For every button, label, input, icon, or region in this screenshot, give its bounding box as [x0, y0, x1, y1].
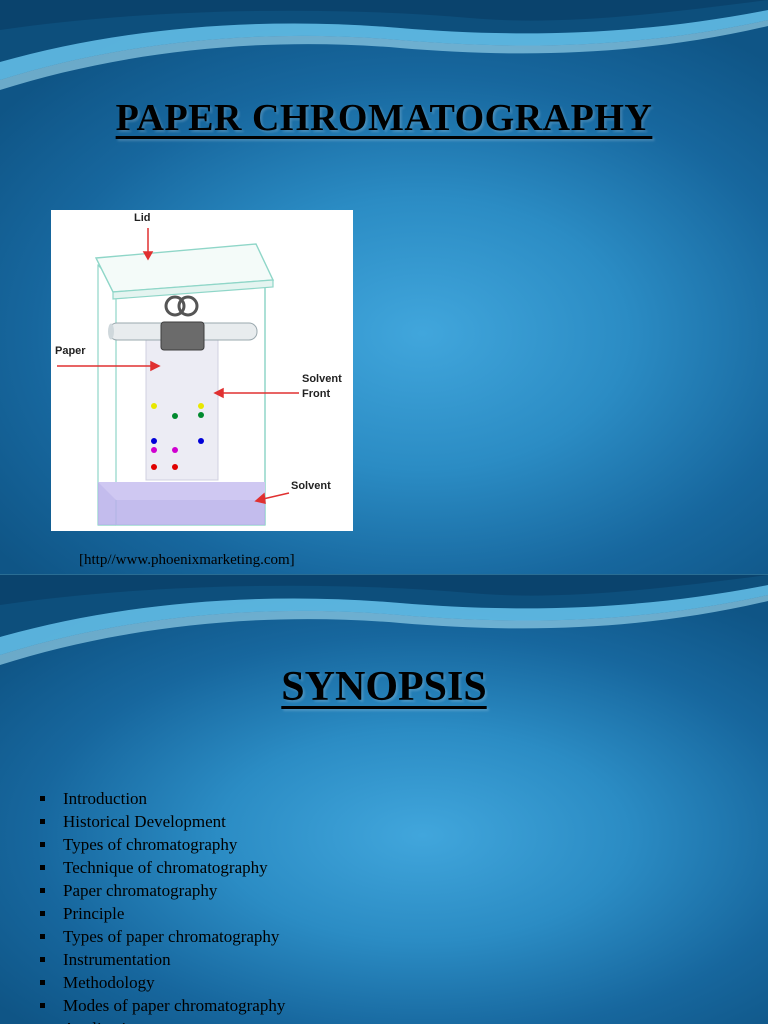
lid-arrow [142, 228, 154, 261]
synopsis-item-label: Methodology [63, 973, 155, 992]
square-bullet-icon [40, 1003, 45, 1008]
synopsis-title: SYNOPSIS [281, 664, 487, 710]
page-title: PAPER CHROMATOGRAPHY [115, 97, 653, 139]
lid-shape [94, 243, 275, 300]
synopsis-item-label: Principle [63, 904, 125, 923]
slide-paper-chromatography: PAPER CHROMATOGRAPHY [0, 0, 768, 575]
solvent-front-arrow [213, 387, 299, 399]
synopsis-item: Methodology [38, 971, 285, 994]
paper-label: Paper [55, 345, 86, 357]
synopsis-item: Principle [38, 902, 285, 925]
synopsis-item: Instrumentation [38, 948, 285, 971]
solvent-front-label-line1: Solvent [302, 373, 342, 385]
lid-label: Lid [134, 212, 151, 224]
synopsis-item-label: Types of chromatography [63, 835, 238, 854]
solvent-pool [98, 482, 265, 525]
square-bullet-icon [40, 934, 45, 939]
header-wave-decoration [0, 0, 768, 90]
bulldog-clip [160, 295, 205, 351]
synopsis-item: Technique of chromatography [38, 856, 285, 879]
square-bullet-icon [40, 980, 45, 985]
synopsis-item-label: Introduction [63, 789, 148, 808]
solvent-front-label-line2: Front [302, 388, 331, 400]
square-bullet-icon [40, 796, 45, 801]
square-bullet-icon [40, 819, 45, 824]
synopsis-item-label: Modes of paper chromatography [63, 996, 286, 1015]
square-bullet-icon [40, 957, 45, 962]
chromatography-diagram: Lid Paper Solvent Front Solvent [51, 210, 353, 531]
paper-strip [145, 339, 219, 481]
solvent-arrow [254, 492, 290, 504]
header-wave-decoration [0, 575, 768, 665]
image-source-caption: [http//www.phoenixmarketing.com] [79, 552, 295, 568]
synopsis-item-label: Historical Development [63, 812, 226, 831]
square-bullet-icon [40, 842, 45, 847]
square-bullet-icon [40, 911, 45, 916]
synopsis-item-label: Applications [63, 1019, 150, 1024]
synopsis-item: Introduction [38, 787, 285, 810]
synopsis-item: Historical Development [38, 810, 285, 833]
synopsis-item: Applications [38, 1017, 285, 1024]
synopsis-item: Types of chromatography [38, 833, 285, 856]
synopsis-item-label: Technique of chromatography [63, 858, 268, 877]
square-bullet-icon [40, 888, 45, 893]
synopsis-item: Types of paper chromatography [38, 925, 285, 948]
solvent-label: Solvent [291, 480, 331, 492]
paper-arrow [57, 360, 161, 372]
sample-spots [151, 403, 204, 470]
synopsis-item-label: Types of paper chromatography [63, 927, 280, 946]
synopsis-item: Modes of paper chromatography [38, 994, 285, 1017]
synopsis-item: Paper chromatography [38, 879, 285, 902]
synopsis-item-label: Paper chromatography [63, 881, 218, 900]
synopsis-item-label: Instrumentation [63, 950, 171, 969]
square-bullet-icon [40, 865, 45, 870]
